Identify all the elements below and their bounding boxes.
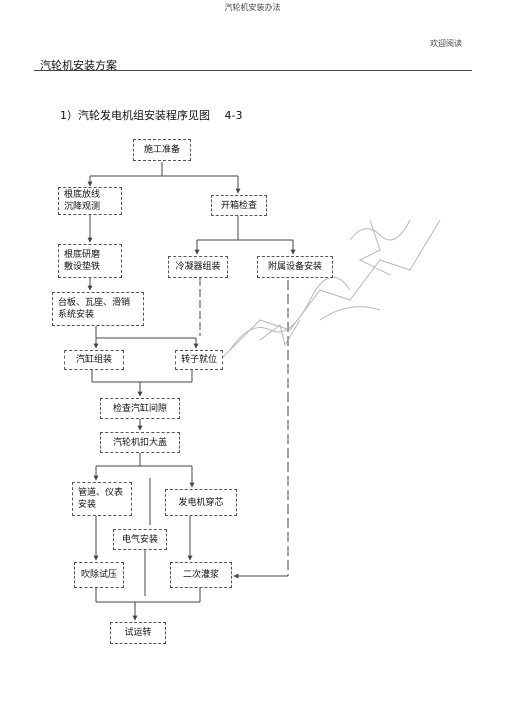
- step-auxiliary: 附属设备安装: [257, 256, 333, 278]
- step-grouting: 二次灌浆: [170, 562, 232, 588]
- title-rule: [34, 70, 472, 71]
- step-foundation-survey: 根底放线 沉降观测: [58, 187, 122, 215]
- step-unpack-inspect: 开箱检查: [211, 195, 267, 216]
- step-pedestal: 台板、瓦座、滑销 系统安装: [52, 292, 144, 326]
- step-blowdown: 吹除试压: [74, 562, 124, 588]
- step-check-clearance: 检查汽缸间隙: [100, 398, 180, 419]
- step-cylinder: 汽缸组装: [64, 350, 124, 370]
- step-condenser: 冷凝器组装: [168, 256, 228, 278]
- figure-caption: 1）汽轮发电机组安装程序见图 4-3: [60, 109, 243, 122]
- step-prep: 施工准备: [133, 139, 191, 161]
- step-piping: 管道、仪表 安装: [72, 482, 132, 516]
- step-generator: 发电机穿芯: [165, 489, 237, 516]
- step-foundation-grind: 根底研磨 敷设垫铁: [58, 244, 122, 278]
- step-trial-run: 试运转: [110, 622, 166, 644]
- step-cover: 汽轮机扣大盖: [100, 432, 180, 453]
- step-rotor: 转子就位: [175, 350, 223, 370]
- running-header: 汽轮机安装办法: [224, 3, 281, 12]
- handwritten-watermark: [209, 219, 441, 371]
- step-electrical: 电气安装: [113, 529, 167, 550]
- welcome-text: 欢迎阅读: [430, 39, 462, 48]
- document-title: 汽轮机安装方案: [40, 59, 117, 72]
